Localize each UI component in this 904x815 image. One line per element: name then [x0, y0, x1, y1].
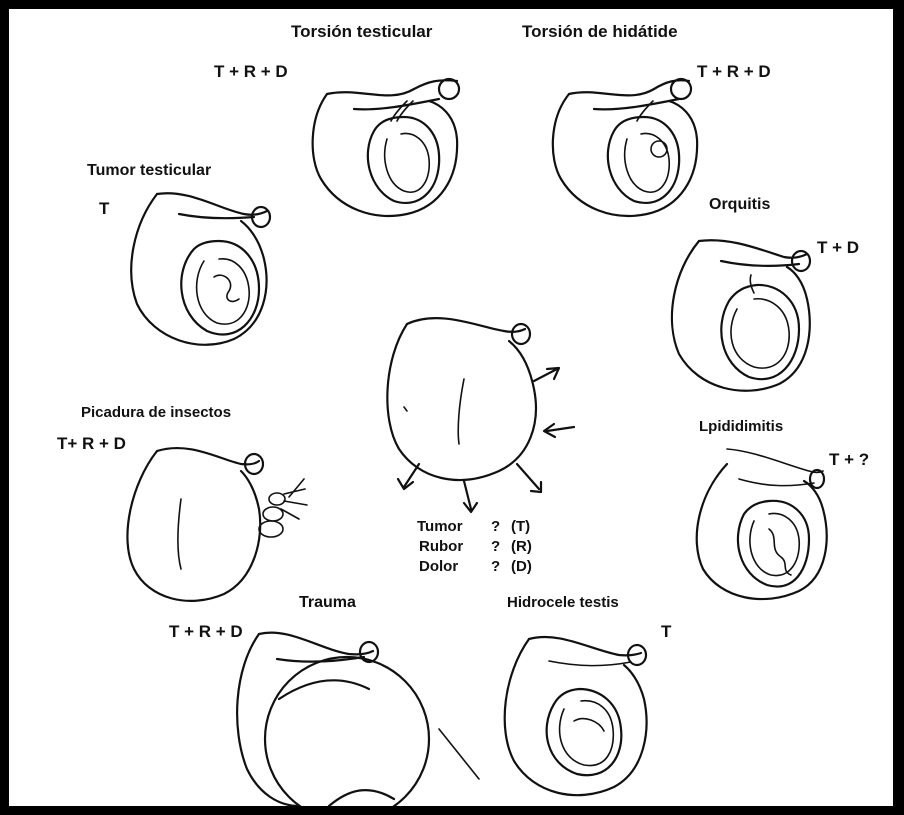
grade-trauma: T + R + D: [169, 622, 243, 641]
grade-orquitis: T + D: [817, 238, 859, 257]
legend-tumor-abbr: (T): [511, 518, 530, 535]
panel-trauma: Trauma T + R + D: [169, 594, 479, 806]
panel-torsion-testicular: Torsión testicular T + R + D: [214, 22, 459, 216]
grade-hidrocele: T: [661, 622, 672, 641]
title-hidrocele: Hidrocele testis: [507, 594, 619, 611]
panel-center: [387, 318, 574, 512]
scrotal-swelling-diagram: Torsión testicular T + R + D Torsión de …: [9, 9, 893, 806]
legend-dolor-mark: ?: [491, 558, 500, 575]
grade-epididimitis: T + ?: [829, 450, 869, 469]
panel-orquitis: Orquitis T + D: [672, 196, 859, 391]
panel-torsion-hidatide: Torsión de hidátide T + R + D: [522, 22, 771, 216]
grade-picadura: T+ R + D: [57, 434, 126, 453]
title-picadura: Picadura de insectos: [81, 404, 231, 421]
title-torsion-testicular: Torsión testicular: [291, 22, 433, 41]
panel-picadura: Picadura de insectos T+ R + D: [57, 404, 307, 601]
panel-hidrocele: Hidrocele testis T: [505, 594, 672, 795]
legend-dolor-label: Dolor: [419, 558, 458, 575]
legend-tumor-mark: ?: [491, 518, 500, 535]
legend-rubor-abbr: (R): [511, 538, 532, 555]
grade-torsion-hidatide: T + R + D: [697, 62, 771, 81]
grade-tumor-testicular: T: [99, 199, 110, 218]
legend-rubor-label: Rubor: [419, 538, 463, 555]
legend-dolor-abbr: (D): [511, 558, 532, 575]
title-tumor-testicular: Tumor testicular: [87, 162, 211, 179]
signs-legend: Tumor ? (T) Rubor ? (R) Dolor ? (D): [417, 518, 532, 575]
title-orquitis: Orquitis: [709, 196, 770, 213]
legend-tumor-label: Tumor: [417, 518, 463, 535]
legend-rubor-mark: ?: [491, 538, 500, 555]
panel-tumor-testicular: Tumor testicular T: [87, 162, 270, 345]
grade-torsion-testicular: T + R + D: [214, 62, 288, 81]
title-torsion-hidatide: Torsión de hidátide: [522, 22, 678, 41]
diagram-canvas: Torsión testicular T + R + D Torsión de …: [9, 9, 893, 806]
panel-epididimitis: Lpididimitis T + ?: [697, 418, 869, 599]
title-epididimitis: Lpididimitis: [699, 418, 783, 435]
title-trauma: Trauma: [299, 594, 356, 611]
